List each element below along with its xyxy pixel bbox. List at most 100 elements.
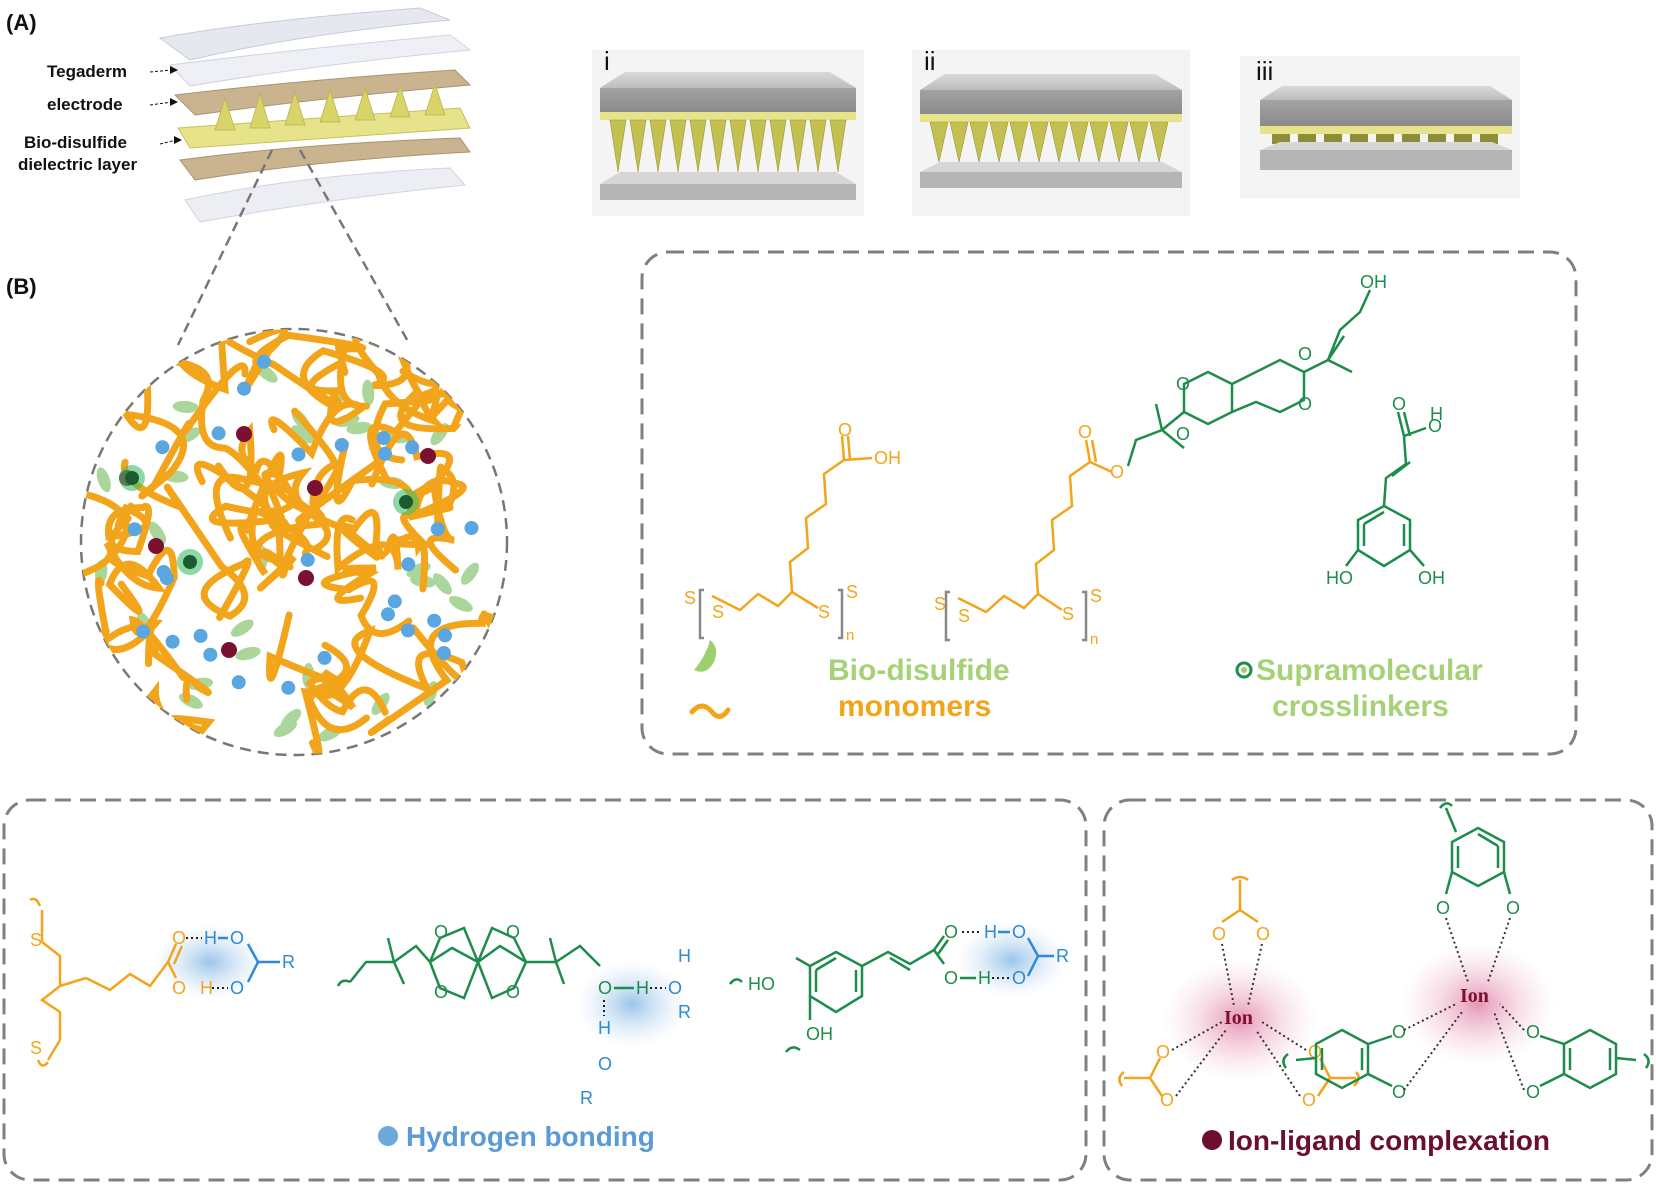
microstructure-spike — [629, 119, 647, 173]
crosslinker-node — [399, 495, 413, 509]
hb3-o-blue-top: O — [1012, 922, 1026, 942]
ion-node — [420, 448, 436, 464]
caffeic-acid-structure — [1345, 411, 1427, 568]
hbond-node — [405, 440, 420, 455]
hb2-h-blue-bottom: H — [598, 1018, 611, 1038]
monomer-structure-2 — [944, 439, 1113, 642]
molecule-legend-box — [640, 250, 1578, 756]
hb3-o-top: O — [944, 922, 958, 942]
monomer-leaf — [432, 573, 452, 595]
compression-state-ii: ii — [912, 46, 1190, 216]
polymer-chain — [261, 467, 386, 561]
state-i-label: i — [604, 46, 610, 76]
microstructure-spike — [1049, 121, 1069, 163]
dielectric-label-line2: dielectric layer — [18, 155, 137, 174]
hbond-node — [464, 521, 479, 535]
hb1-o-blue-bottom: O — [230, 978, 244, 998]
carbox-o-1: O — [1212, 924, 1226, 944]
microstructure-spike — [989, 121, 1009, 163]
crosslinkers-legend-line1: Supramolecular — [1256, 654, 1483, 687]
hydrogen-bonding-box — [2, 798, 1088, 1182]
spiro-linker — [1126, 289, 1372, 467]
microstructure-spike — [949, 121, 969, 163]
microstructure-spike — [609, 119, 627, 173]
monomer1-s-right: S — [818, 602, 830, 622]
hb3-o-bottom: O — [944, 968, 958, 988]
microstructure-spike — [1324, 134, 1342, 144]
crosslinker-node — [125, 471, 139, 485]
carbox-o-2: O — [1256, 924, 1270, 944]
monomer-leaf — [95, 685, 121, 700]
ion-label-right: Ion — [1460, 985, 1489, 1007]
polymer-chain — [120, 458, 252, 621]
monomer-leaf — [235, 646, 261, 661]
hb1-r: R — [282, 952, 295, 972]
hb1-h-blue: H — [204, 928, 217, 948]
catecholate-complex — [1282, 802, 1650, 1090]
ion-node — [236, 426, 252, 442]
zoom-line-right — [298, 149, 412, 346]
monomer2-s-end: S — [1090, 586, 1102, 606]
microstructure-spike — [689, 119, 707, 173]
caffeic-oh-h: H — [1430, 404, 1443, 424]
hb2-o-blue-bottom: O — [598, 1054, 612, 1074]
monomer-leaf — [438, 717, 465, 730]
carbox-o-3: O — [1156, 1042, 1170, 1062]
hbond-node — [378, 446, 392, 461]
hbond-node — [381, 607, 395, 622]
polymer-chain — [105, 502, 152, 556]
hbond-node — [401, 623, 415, 638]
hb2-o-1: O — [434, 922, 448, 942]
hb2-o-hydroxyl: O — [598, 978, 612, 998]
microstructure-spike — [1376, 134, 1394, 144]
hbond-node — [427, 613, 442, 628]
monomer-leaf — [96, 467, 111, 493]
polymer-chain — [119, 351, 249, 500]
hbond-motif-1 — [29, 897, 184, 1067]
microstructure-spike — [1009, 121, 1029, 163]
dielectric-label-line1: Bio-disulfide — [24, 133, 127, 152]
microstructure-spike — [829, 119, 847, 173]
hbond-node — [291, 447, 306, 462]
polymer-chain — [243, 329, 370, 410]
monomer-leaf — [280, 708, 302, 729]
hb3-r: R — [1056, 946, 1069, 966]
monomer-leaf — [454, 371, 476, 393]
microstructure-spike — [1109, 121, 1129, 163]
caffeic-oh-o: O — [1428, 416, 1442, 436]
hbond-node — [237, 381, 251, 396]
polymer-chain — [81, 540, 167, 615]
spiro-o-1: O — [1176, 424, 1190, 444]
hb2-h-hydroxyl: H — [636, 978, 649, 998]
caffeic-ho: HO — [1326, 568, 1353, 588]
layer-stack — [158, 7, 472, 223]
hb2-o-3: O — [434, 982, 448, 1002]
zoom-line-left — [176, 149, 274, 346]
hbond-node — [376, 431, 391, 445]
hb3-h-blue: H — [984, 922, 997, 942]
spiro-o-3: O — [1298, 394, 1312, 414]
monomer1-s-inner: S — [712, 602, 724, 622]
panel-a-label: (A) — [6, 10, 37, 35]
monomer-leaf — [471, 346, 497, 361]
cat-o-4: O — [1392, 1082, 1406, 1102]
hb2-h-blue-right: H — [678, 946, 691, 966]
polymer-chain — [407, 463, 467, 526]
hbond-node — [165, 634, 180, 649]
microstructure-spike — [1454, 134, 1472, 144]
hb2-o-2: O — [506, 922, 520, 942]
hbond-dot-icon — [378, 1126, 398, 1146]
monomer-leaf — [148, 521, 167, 545]
ion-node — [148, 538, 164, 554]
caffeic-oh: OH — [1418, 568, 1445, 588]
monomer2-s-left: S — [934, 594, 946, 614]
microstructure-spike — [749, 119, 767, 173]
hb2-r-right: R — [678, 1002, 691, 1022]
ion-ligand-box — [1102, 798, 1654, 1182]
monomer2-s-inner: S — [958, 606, 970, 626]
tegaderm-label: Tegaderm — [47, 62, 127, 81]
crosslinkers-legend-line2: crosslinkers — [1272, 690, 1449, 723]
microstructure-spike — [1480, 134, 1498, 144]
